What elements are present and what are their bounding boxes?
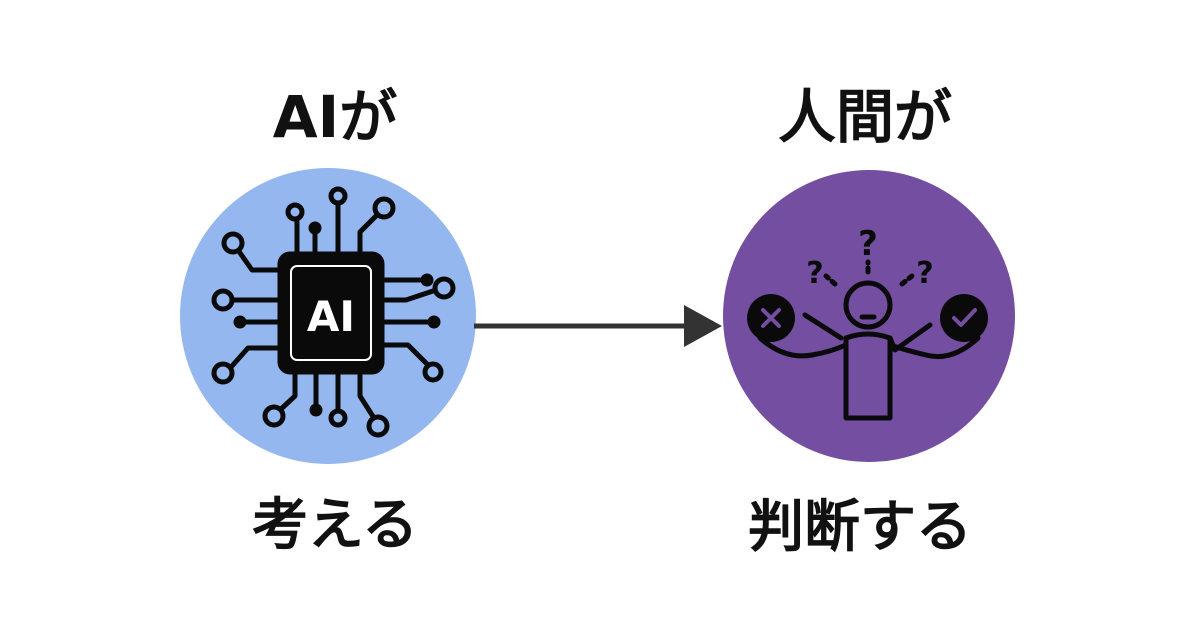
- chip-label: AI: [307, 292, 355, 341]
- check-mark-icon: [952, 308, 977, 327]
- confused-person-icon: [757, 259, 981, 421]
- question-mark-icon: ?: [858, 224, 878, 264]
- ai-chip-icon: [211, 186, 456, 438]
- human-caption: 判断する: [748, 495, 972, 560]
- question-mark-icon: ?: [806, 256, 823, 291]
- check-circle-icon: [940, 294, 988, 342]
- human-title: 人間が: [777, 83, 952, 151]
- ai-title: AIが: [272, 83, 398, 151]
- cross-mark-icon: [761, 308, 781, 328]
- arrow-head: [684, 305, 722, 347]
- question-mark-icon: ?: [916, 256, 933, 291]
- ai-caption: 考える: [251, 493, 419, 558]
